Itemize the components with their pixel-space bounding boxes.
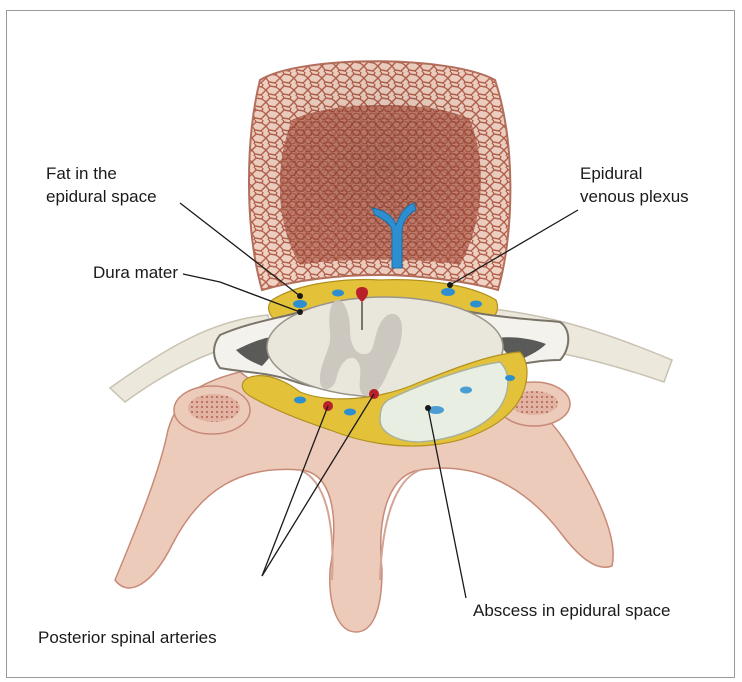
label-abscess: Abscess in epidural space	[473, 600, 671, 622]
label-dura-mater: Dura mater	[93, 262, 178, 284]
label-fat-line2: epidural space	[46, 186, 157, 208]
label-fat-line1: Fat in the	[46, 163, 117, 185]
label-venous-line1: Epidural	[580, 163, 642, 185]
label-posterior-arteries: Posterior spinal arteries	[38, 627, 217, 649]
label-venous-line2: venous plexus	[580, 186, 689, 208]
